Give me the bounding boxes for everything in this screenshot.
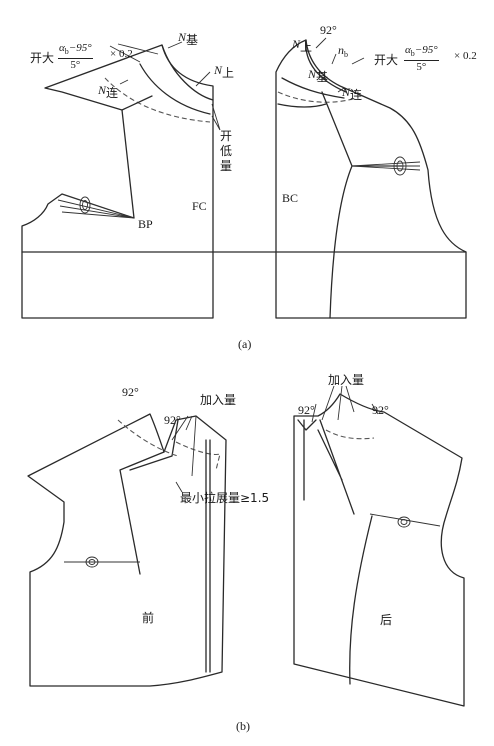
caption-a: (a)	[238, 337, 252, 351]
formula-right-factor: × 0.2	[454, 50, 477, 62]
bp-label: BP	[138, 217, 153, 231]
formula-left-numerator: αb−95°	[58, 42, 93, 59]
formula-left-factor: × 0.2	[110, 48, 133, 60]
open-wide-left-formula: αb−95° 5°	[58, 42, 93, 71]
front-label: 前	[142, 611, 155, 625]
lower-amount-char-1: 开	[220, 129, 233, 143]
fc-label: FC	[192, 199, 207, 213]
add-amount-front-label: 加入量	[200, 393, 237, 407]
n-ji-left-label: N基	[178, 30, 199, 47]
add-amount-back-label: 加入量	[328, 373, 365, 387]
panel-b-back-bodice	[293, 385, 465, 707]
formula-right-denominator: 5°	[416, 61, 427, 73]
n-ji-right-label: N基	[308, 67, 329, 84]
min-stretch-label: 最小拉展量≥1.5	[180, 491, 270, 505]
open-wide-right-label: 开大	[374, 53, 399, 67]
open-wide-right-formula: αb−95° 5°	[404, 44, 439, 73]
panel-b-front-bodice	[27, 413, 227, 687]
n-lian-left-label: N连	[98, 83, 119, 100]
n-shang-right-label: N上	[292, 37, 313, 54]
formula-left-denominator: 5°	[70, 59, 81, 71]
n-lian-right-label: N连	[342, 85, 363, 102]
open-wide-left-label: 开大	[30, 51, 55, 65]
angle-front-top-label: 92°	[122, 385, 139, 399]
angle-back-right-label: 92°	[372, 403, 389, 417]
angle-back-left-label: 92°	[298, 403, 315, 417]
panel-a-front-bodice	[21, 41, 221, 319]
lower-amount-char-3: 量	[220, 159, 233, 173]
back-label: 后	[380, 613, 393, 627]
formula-right-numerator: αb−95°	[404, 44, 439, 61]
angle-92-a-label: 92°	[320, 23, 337, 37]
n-shang-left-label: N上	[214, 63, 235, 80]
caption-b: (b)	[236, 719, 250, 733]
bc-label: BC	[282, 191, 299, 205]
angle-front-mid-label: 92°	[164, 413, 181, 427]
panel-a-back-bodice	[275, 37, 467, 319]
lower-amount-char-2: 低	[220, 144, 233, 158]
n-b-label: nb	[338, 43, 348, 60]
